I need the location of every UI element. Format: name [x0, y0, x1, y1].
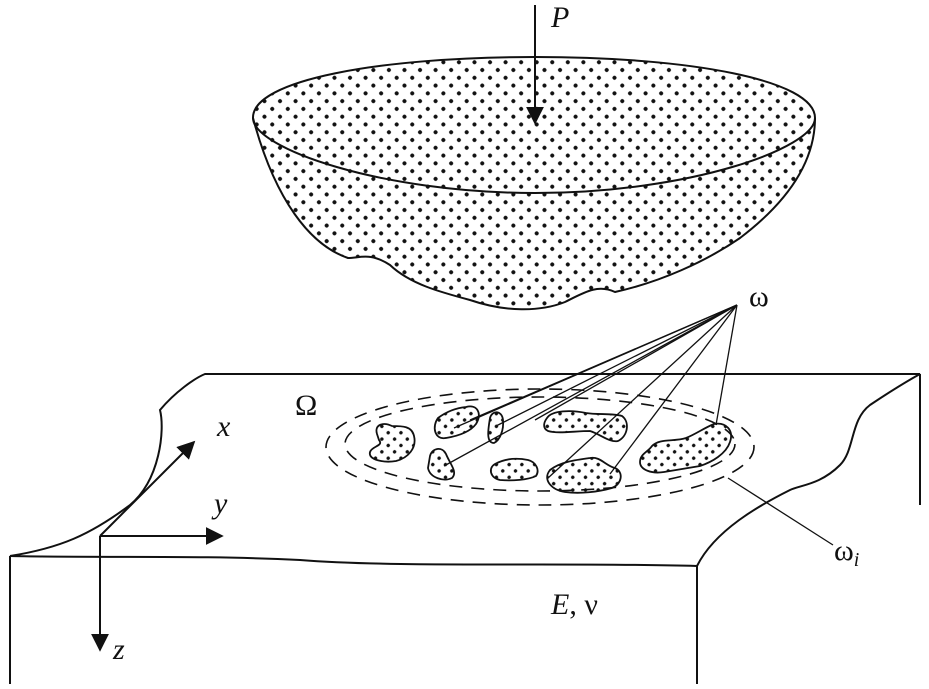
spot-leader-lines: ω: [443, 280, 769, 479]
leader-line: [534, 304, 738, 421]
axis-z-label: z: [112, 633, 125, 666]
contact-spot: [433, 405, 480, 439]
leader-line: [715, 304, 738, 426]
half-space-block: [9, 373, 921, 684]
contact-spots-label: ω: [749, 280, 769, 313]
single-spot-annotation: ωi: [727, 477, 859, 571]
axis-y-label: y: [211, 487, 228, 520]
nominal-area-outer-ellipse: [325, 388, 755, 506]
contact-spot: [543, 410, 628, 443]
nominal-area-inner-ellipse: [344, 396, 736, 492]
single-spot-leader-line: [727, 477, 834, 546]
contact-spot: [639, 422, 732, 474]
force-arrow: P: [526, 1, 569, 125]
coordinate-axes: x y z: [91, 410, 231, 666]
axis-x-label: x: [216, 410, 231, 443]
indenter-body: [251, 55, 817, 311]
leader-line: [547, 304, 738, 479]
contact-spot: [546, 456, 622, 494]
contact-spots: [369, 405, 732, 494]
force-label: P: [550, 1, 569, 34]
poisson-ratio-label: ν: [584, 588, 598, 621]
single-spot-label: ωi: [834, 534, 859, 571]
leader-line: [443, 304, 738, 467]
indenter-shape: [251, 55, 817, 311]
contact-spot: [427, 448, 456, 481]
material-properties: E, ν: [550, 588, 598, 621]
leader-line: [469, 304, 738, 421]
contact-spot: [489, 457, 539, 482]
leader-line: [609, 304, 738, 475]
material-separator: ,: [569, 588, 584, 621]
indenter-rim-front: [252, 117, 816, 195]
axis-x-arrow: [99, 440, 196, 537]
block-top-surface: [9, 373, 921, 568]
contact-spot: [487, 411, 505, 444]
material-properties-label: E, ν: [550, 588, 598, 621]
single-spot-label-base: ω: [834, 534, 854, 567]
nominal-contact-area: Ω: [295, 388, 755, 506]
single-spot-label-subscript: i: [854, 549, 860, 571]
youngs-modulus-label: E: [550, 588, 569, 621]
contact-spot: [369, 423, 416, 463]
nominal-area-label: Ω: [295, 389, 317, 422]
leader-line: [495, 304, 738, 427]
